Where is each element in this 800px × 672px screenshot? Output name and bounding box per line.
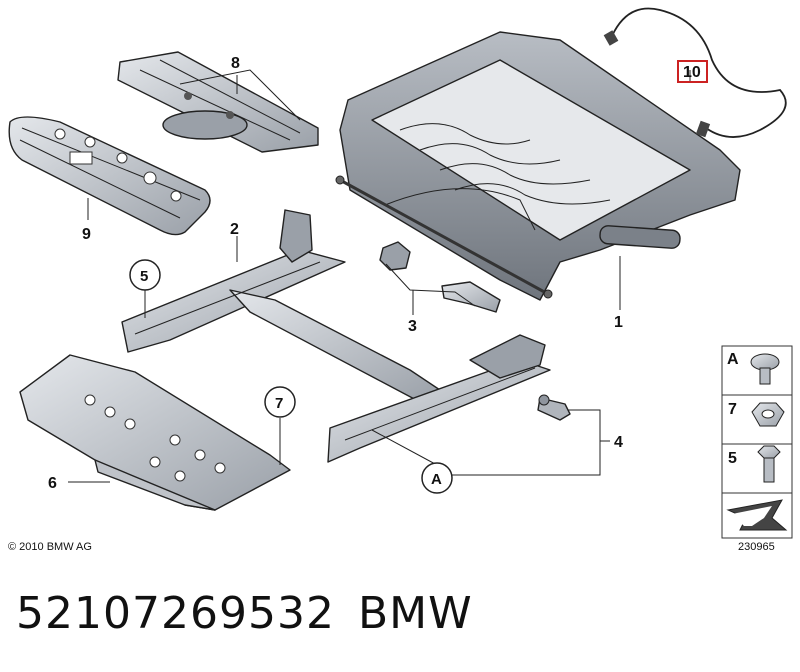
- callout-6: 6: [48, 475, 57, 492]
- callout-4: 4: [614, 434, 623, 451]
- copyright-text: © 2010 BMW AG: [8, 541, 92, 553]
- callout-3: 3: [408, 318, 417, 335]
- diagram-reference-number: 230965: [738, 541, 775, 553]
- hex-bolt-icon: [757, 445, 781, 483]
- part-10-cable: [603, 7, 787, 138]
- callout-2: 2: [230, 221, 239, 238]
- torx-screw-icon: [750, 353, 780, 385]
- callout-9: 9: [82, 226, 91, 243]
- part-3-fastener-set: [379, 241, 501, 313]
- svg-text:7: 7: [275, 395, 283, 412]
- part-9-shell: [8, 116, 211, 236]
- callout-1: 1: [614, 314, 623, 331]
- part-8-seat-pan: [117, 51, 319, 153]
- svg-text:5: 5: [140, 268, 148, 285]
- svg-text:A: A: [431, 471, 442, 488]
- part-4-bolt: [537, 394, 571, 421]
- circle-callout-7: 7: [264, 386, 296, 418]
- part-1-seat-frame: [335, 31, 741, 301]
- part-2-seat-rails: [121, 209, 551, 463]
- callout-10-highlighted: 10: [677, 60, 708, 83]
- legend-label-5: 5: [728, 450, 737, 467]
- legend-label-7: 7: [728, 401, 737, 418]
- hardware-legend: A 7 5: [721, 345, 793, 539]
- footer-brand: BMW: [358, 588, 473, 639]
- legend-label-A: A: [727, 351, 739, 368]
- leader-lines: [68, 70, 691, 483]
- circle-callout-A: A: [421, 462, 453, 494]
- callout-10: 10: [683, 64, 701, 81]
- part-6-lower-pan: [19, 354, 291, 511]
- circle-callout-5: 5: [129, 259, 161, 291]
- hex-nut-icon: [751, 402, 785, 427]
- callout-8: 8: [231, 55, 240, 72]
- footer-part-number: 52107269532: [16, 588, 335, 639]
- direction-arrow-icon: [726, 499, 788, 531]
